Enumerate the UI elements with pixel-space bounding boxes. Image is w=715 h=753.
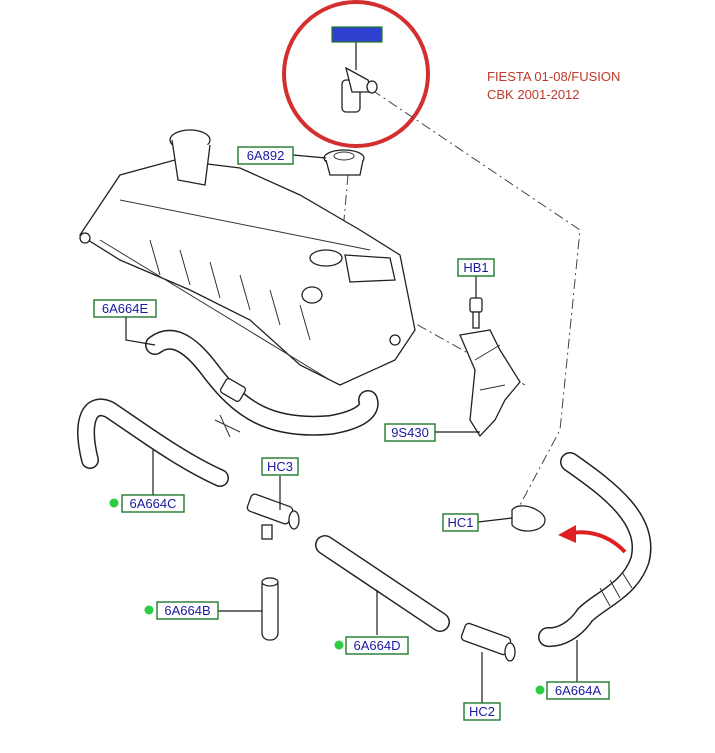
model-note-line-2: CBK 2001-2012 <box>487 87 580 102</box>
callout-label: 6A664B <box>164 603 210 618</box>
hose-a-part <box>538 452 652 648</box>
grommet-part <box>323 149 365 176</box>
connector-hc2-part <box>460 622 516 662</box>
callout-hose-e: 6A664E <box>93 299 157 318</box>
model-note: FIESTA 01-08/FUSION CBK 2001-2012 <box>487 69 620 102</box>
callout-top-valve: 6A666 <box>331 26 383 43</box>
callout-label: 6A664E <box>102 301 149 316</box>
callout-grommet: 6A892 <box>237 146 294 165</box>
callout-clip-hc1: HC1 <box>442 513 479 532</box>
callout-clip-hc3: HC3 <box>261 457 299 476</box>
hose-c-part <box>77 398 229 487</box>
callout-label: 6A664D <box>354 638 401 653</box>
hose-d-part <box>315 535 450 632</box>
callout-bolt: HB1 <box>457 258 495 277</box>
bolt-part <box>469 297 483 329</box>
callout-hose-a: 6A664A <box>535 681 610 700</box>
callout-label: HC2 <box>469 704 495 719</box>
callout-label: HB1 <box>463 260 488 275</box>
callout-label: 6A664C <box>130 496 177 511</box>
callout-label: 6A666 <box>338 26 376 41</box>
callout-clip-hc2: HC2 <box>463 702 501 721</box>
connector-hc3-part <box>246 493 300 540</box>
callout-label: HC3 <box>267 459 293 474</box>
clip-hc1-part <box>511 505 546 532</box>
callout-label: 9S430 <box>391 425 429 440</box>
model-note-line-1: FIESTA 01-08/FUSION <box>487 69 620 84</box>
hose-b-part <box>261 577 279 641</box>
green-dot <box>535 685 545 695</box>
highlight-circle <box>282 0 430 148</box>
green-dot <box>109 498 119 508</box>
callout-bracket: 9S430 <box>384 423 436 442</box>
callout-highlight-box <box>331 26 383 43</box>
green-dot <box>334 640 344 650</box>
leader-lines <box>125 42 578 703</box>
red-arrow <box>558 525 627 554</box>
callout-label: 6A664A <box>555 683 602 698</box>
valve-cover <box>79 129 416 386</box>
bracket-part <box>459 329 521 438</box>
green-dot <box>144 605 154 615</box>
callout-hose-b: 6A664B <box>144 601 219 620</box>
callout-label: 6A892 <box>247 148 285 163</box>
callout-label: HC1 <box>447 515 473 530</box>
callout-hose-c: 6A664C <box>109 494 185 513</box>
hose-e-part <box>145 329 379 438</box>
callout-hose-d: 6A664D <box>334 636 409 655</box>
pcv-valve-part <box>341 66 378 113</box>
